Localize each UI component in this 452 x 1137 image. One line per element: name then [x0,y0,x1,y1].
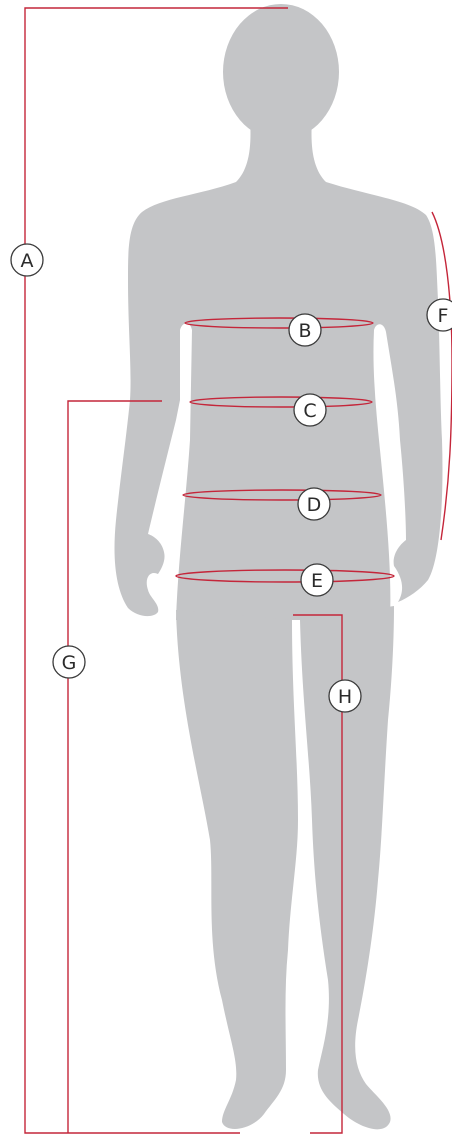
marker-f-label: F [438,305,449,327]
marker-h-label: H [338,686,352,708]
silhouette-leg-left [176,610,298,1129]
human-silhouette [115,4,443,1129]
silhouette-head [223,4,339,140]
marker-d: D [298,488,330,520]
marker-g-label: G [62,652,77,674]
marker-b-label: B [298,320,311,342]
marker-g: G [53,646,85,678]
marker-e: E [301,564,333,596]
marker-a-label: A [21,250,34,272]
marker-c-label: C [303,400,316,422]
marker-b: B [289,314,321,346]
marker-c: C [294,394,326,426]
marker-d-label: D [307,494,322,516]
marker-e-label: E [311,570,323,592]
marker-a: A [11,244,43,276]
marker-h: H [329,680,361,712]
marker-f: F [427,299,452,331]
silhouette-torso-arms [115,182,443,620]
silhouette-neck [236,120,326,182]
